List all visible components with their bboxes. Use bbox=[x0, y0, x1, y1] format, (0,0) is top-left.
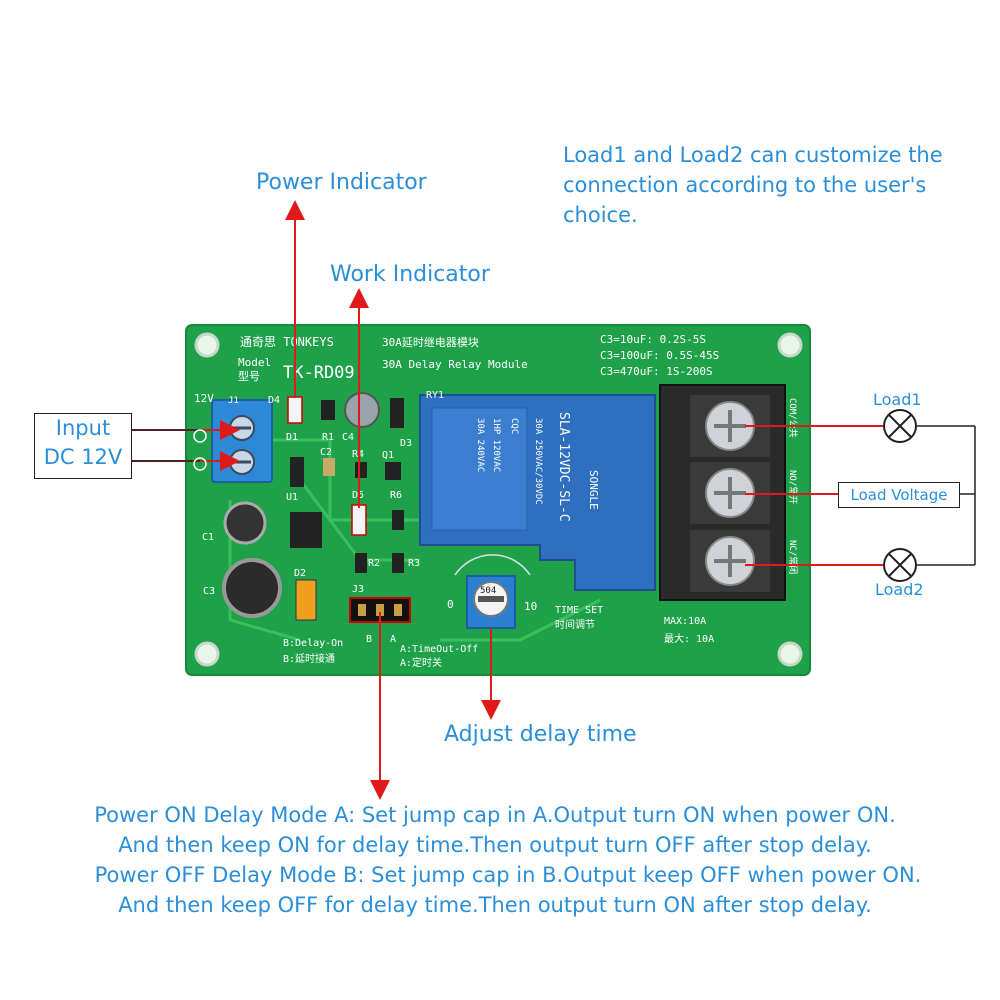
svg-text:C2: C2 bbox=[320, 447, 332, 458]
svg-text:12V: 12V bbox=[194, 392, 214, 405]
mount-hole-icon bbox=[194, 332, 220, 358]
mode-description-line: Power ON Delay Mode A: Set jump cap in A… bbox=[94, 803, 896, 827]
svg-text:R6: R6 bbox=[390, 490, 402, 501]
svg-text:30A 240VAC: 30A 240VAC bbox=[475, 418, 485, 472]
adjust-delay-label: Adjust delay time bbox=[444, 722, 637, 747]
svg-text:最大: 10A: 最大: 10A bbox=[664, 632, 714, 645]
svg-text:C3=470uF: 1S-200S: C3=470uF: 1S-200S bbox=[600, 365, 713, 378]
svg-text:C4: C4 bbox=[342, 432, 354, 443]
svg-text:30A延时继电器模块: 30A延时继电器模块 bbox=[382, 336, 479, 349]
svg-text:R1: R1 bbox=[322, 432, 334, 443]
load-note-line: choice. bbox=[563, 203, 638, 227]
svg-text:0: 0 bbox=[447, 598, 454, 611]
svg-text:B:延时接通: B:延时接通 bbox=[283, 652, 335, 665]
svg-text:型号: 型号 bbox=[238, 369, 260, 383]
svg-text:J1: J1 bbox=[228, 396, 239, 406]
load1-label: Load1 bbox=[873, 390, 922, 409]
svg-text:R2: R2 bbox=[368, 558, 380, 569]
work-indicator-label: Work Indicator bbox=[330, 262, 490, 287]
svg-text:Q1: Q1 bbox=[382, 450, 394, 461]
output-terminal-block bbox=[659, 384, 786, 601]
svg-text:SONGLE: SONGLE bbox=[587, 470, 600, 510]
svg-text:1HP 120VAC: 1HP 120VAC bbox=[491, 418, 501, 472]
power-indicator-label: Power Indicator bbox=[256, 170, 427, 195]
svg-text:SLA-12VDC-SL-C: SLA-12VDC-SL-C bbox=[556, 412, 571, 522]
svg-text:C3: C3 bbox=[203, 586, 215, 597]
svg-text:30A Delay Relay Module: 30A Delay Relay Module bbox=[382, 358, 528, 371]
load-note: Load1 and Load2 can customize the connec… bbox=[563, 140, 943, 230]
svg-text:NC/常闭: NC/常闭 bbox=[787, 540, 799, 574]
svg-text:A: A bbox=[390, 634, 396, 645]
load-voltage-box: Load Voltage bbox=[838, 482, 960, 508]
input-dc-box: Input DC 12V bbox=[34, 413, 132, 479]
svg-text:B:Delay-On: B:Delay-On bbox=[283, 638, 343, 649]
svg-text:30A 250VAC/30VDC: 30A 250VAC/30VDC bbox=[533, 418, 543, 505]
lamp-load1-icon bbox=[883, 409, 917, 443]
input-voltage-label: DC 12V bbox=[43, 445, 123, 469]
svg-text:D1: D1 bbox=[286, 432, 298, 443]
mode-description-line: And then keep ON for delay time.Then out… bbox=[118, 833, 872, 857]
mount-hole-icon bbox=[777, 332, 803, 358]
mode-description-line: Power OFF Delay Mode B: Set jump cap in … bbox=[94, 863, 922, 887]
svg-text:A:TimeOut-Off: A:TimeOut-Off bbox=[400, 644, 478, 655]
svg-text:10: 10 bbox=[524, 600, 537, 613]
svg-text:C1: C1 bbox=[202, 532, 214, 543]
svg-text:通奇思 TONKEYS: 通奇思 TONKEYS bbox=[240, 335, 334, 349]
relay bbox=[419, 394, 656, 591]
svg-text:Model: Model bbox=[238, 356, 271, 369]
svg-text:NO/常开: NO/常开 bbox=[787, 470, 799, 504]
load-note-line: connection according to the user's bbox=[563, 173, 927, 197]
svg-text:C3=100uF: 0.5S-45S: C3=100uF: 0.5S-45S bbox=[600, 349, 719, 362]
mount-hole-icon bbox=[777, 641, 803, 667]
svg-text:R3: R3 bbox=[408, 558, 420, 569]
mode-description-line: And then keep OFF for delay time.Then ou… bbox=[118, 893, 872, 917]
svg-text:C3=10uF: 0.2S-5S: C3=10uF: 0.2S-5S bbox=[600, 333, 706, 346]
svg-text:时间调节: 时间调节 bbox=[555, 618, 595, 631]
load2-label: Load2 bbox=[875, 580, 924, 599]
input-label: Input bbox=[55, 416, 111, 440]
svg-text:MAX:10A: MAX:10A bbox=[664, 616, 706, 627]
svg-text:J3: J3 bbox=[352, 584, 364, 595]
relay-text: SLA-12VDC-SL-C SONGLE 30A 250VAC/30VDC 1… bbox=[475, 398, 799, 574]
svg-text:RY1: RY1 bbox=[426, 390, 444, 401]
input-terminal bbox=[211, 399, 273, 483]
svg-text:TK-RD09: TK-RD09 bbox=[283, 363, 355, 383]
svg-text:504: 504 bbox=[480, 586, 496, 596]
svg-text:A:定时关: A:定时关 bbox=[400, 656, 442, 669]
svg-text:TIME SET: TIME SET bbox=[555, 605, 603, 616]
svg-text:D2: D2 bbox=[294, 568, 306, 579]
svg-text:D4: D4 bbox=[268, 395, 280, 406]
load-note-line: Load1 and Load2 can customize the bbox=[563, 143, 943, 167]
pcb-silkscreen: 通奇思 TONKEYS Model 型号 TK-RD09 30A延时继电器模块 … bbox=[194, 333, 719, 669]
svg-text:D3: D3 bbox=[400, 438, 412, 449]
lamp-load2-icon bbox=[883, 548, 917, 582]
mount-hole-icon bbox=[194, 641, 220, 667]
svg-text:B: B bbox=[366, 634, 372, 645]
svg-text:CQC: CQC bbox=[509, 418, 519, 434]
svg-text:U1: U1 bbox=[286, 492, 298, 503]
load-wiring bbox=[130, 425, 976, 566]
svg-text:COM/公共: COM/公共 bbox=[787, 398, 798, 438]
